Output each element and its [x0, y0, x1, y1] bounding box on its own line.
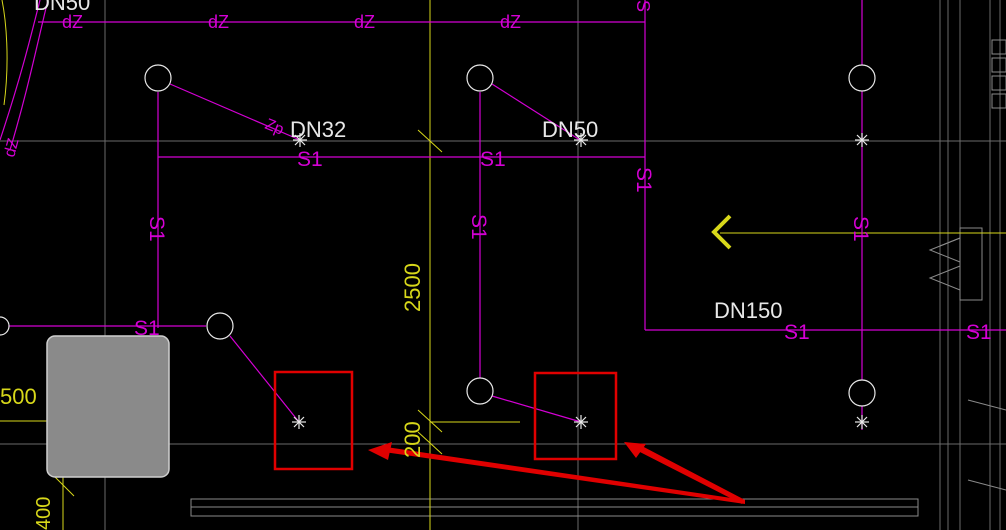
sprinkler-star-2[interactable] [574, 415, 588, 429]
arrow-head-left-icon [368, 442, 392, 460]
riser-circles [0, 64, 876, 407]
label-dn-top-left: DN50 [34, 0, 90, 15]
dim-200: 200 [400, 421, 425, 458]
dim-2500: 2500 [400, 263, 425, 312]
window-frame [959, 227, 983, 301]
label-s1-vert-2: S1 [467, 214, 490, 240]
corner-box-1 [991, 39, 1006, 55]
dim-400: 400 [33, 497, 55, 530]
sprinkler-star-4[interactable] [855, 415, 869, 429]
label-s1-vert-4: S1 [849, 216, 872, 242]
wall-detail-right [928, 39, 1006, 491]
label-s1-c: S1 [134, 317, 160, 340]
label-s1-d: S1 [784, 321, 810, 344]
arrow-head-right-icon [624, 442, 646, 458]
label-s1-a: S1 [297, 148, 323, 171]
pipe-labels: dZ dZ dZ dZ dZ Zp S1 S1 S1 S1 S1 S1 S1 S… [1, 0, 991, 344]
corner-box-2 [991, 57, 1006, 73]
label-dz-2: dZ [208, 12, 229, 32]
dim-tick-3 [417, 431, 443, 455]
branch-dn32 [169, 83, 301, 141]
corner-box-4 [991, 93, 1006, 109]
label-dz-3: dZ [354, 12, 375, 32]
sprinkler-marks [292, 133, 869, 429]
dz-pipe-diagonal [0, 0, 41, 141]
sprinkler-star-5[interactable] [574, 133, 588, 147]
riser-circle-6[interactable] [848, 379, 876, 407]
sprinkler-star-1[interactable] [292, 415, 306, 429]
label-s1-e: S1 [966, 321, 992, 344]
label-dn50: DN50 [542, 117, 598, 142]
label-s1-b: S1 [480, 148, 506, 171]
label-dn32: DN32 [290, 117, 346, 142]
dz-pipe-diagonal-2 [9, 0, 49, 151]
dim-500: 500 [0, 384, 37, 409]
label-s1-vert-3: S1 [632, 167, 655, 193]
label-dz-4: dZ [500, 12, 521, 32]
riser-circle-1[interactable] [144, 64, 172, 92]
highlight-box-right[interactable] [533, 371, 618, 461]
dn-labels: DN50 DN32 DN50 DN150 [34, 0, 782, 323]
label-zp: Zp [263, 116, 287, 139]
corner-box-3 [991, 75, 1006, 91]
riser-circle-3[interactable] [848, 64, 876, 92]
dimension-labels: 2500 200 500 400 [0, 263, 425, 530]
branch-bottom-left [229, 335, 300, 423]
highlight-annotations [273, 370, 745, 504]
window-line [939, 237, 961, 247]
arrow-shaft-right [636, 445, 745, 504]
label-s-top-edge: S [633, 0, 653, 12]
label-dn150: DN150 [714, 298, 782, 323]
branch-dn50 [491, 83, 581, 141]
dim-tick-1 [417, 129, 443, 153]
curve-line-2 [967, 479, 1006, 491]
riser-circle-2[interactable] [466, 64, 494, 92]
wall-band [190, 498, 919, 517]
label-s1-vert-1: S1 [145, 216, 168, 242]
window-mark-2 [928, 265, 961, 291]
arrow-shaft-left [384, 447, 745, 504]
structural-column[interactable] [46, 335, 170, 478]
label-dz-diagonal: dZ [1, 136, 22, 159]
direction-arrow-icon [711, 214, 732, 250]
riser-circle-5[interactable] [466, 377, 494, 405]
label-dz-1: dZ [62, 12, 83, 32]
branch-bottom-mid [491, 395, 582, 423]
dim-tick-2 [417, 409, 443, 433]
yellow-curve [1, 0, 8, 106]
sprinkler-star-6[interactable] [293, 133, 307, 147]
sprinkler-star-3[interactable] [855, 133, 869, 147]
curve-line-1 [967, 399, 1006, 411]
riser-circle-4[interactable] [206, 312, 234, 340]
riser-circle-edge[interactable] [0, 316, 10, 336]
highlight-box-left[interactable] [273, 370, 354, 471]
